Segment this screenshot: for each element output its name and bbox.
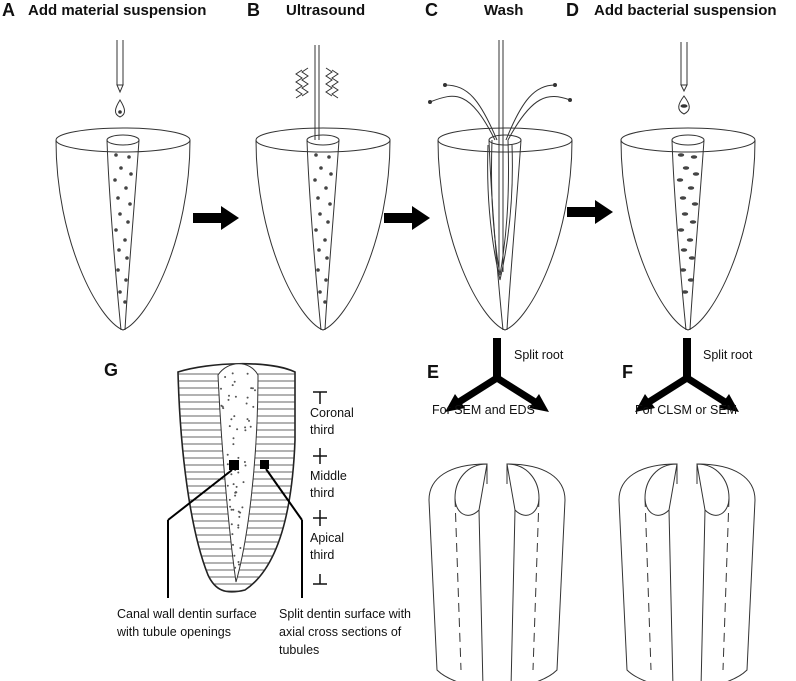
- panel-d-root: [620, 127, 756, 331]
- panel-e-split-label: Split root: [514, 348, 564, 362]
- middle-third-label: Middle third: [310, 468, 347, 502]
- panel-g-thirds-scale: [313, 391, 327, 585]
- panel-b-ultrasound-tip: [295, 45, 339, 140]
- panel-b-letter: B: [247, 0, 260, 20]
- apical-third-label: Apical third: [310, 530, 344, 564]
- panel-c-root: [437, 127, 573, 331]
- coronal-third-line2: third: [310, 423, 335, 437]
- apical-third-line1: Apical: [310, 531, 345, 545]
- panel-c-letter: C: [425, 0, 438, 20]
- panel-a-letter: A: [2, 0, 15, 20]
- panel-a-title: Add material suspension: [28, 2, 207, 19]
- split-dentin-caption: Split dentin surface with axial cross se…: [279, 607, 412, 657]
- coronal-third-line1: Coronal: [310, 406, 354, 420]
- panel-c-irrigation-needle: [428, 40, 572, 281]
- panel-c-title: Wash: [484, 2, 524, 19]
- panel-e-split-halves: [428, 463, 566, 681]
- arrow-b-to-c: [384, 206, 430, 230]
- panel-f-purpose: For CLSM or SEM: [635, 403, 738, 417]
- panel-b-root: [255, 127, 391, 331]
- panel-d-pipette: [678, 42, 690, 115]
- panel-g-root-section: [167, 362, 303, 598]
- arrow-c-to-d: [567, 200, 613, 224]
- middle-third-line2: third: [310, 486, 335, 500]
- panel-g-letter: G: [104, 360, 119, 380]
- panel-a-pipette: [115, 40, 125, 118]
- panel-e-letter: E: [427, 362, 440, 382]
- panel-f-letter: F: [622, 362, 633, 382]
- coronal-third-label: Coronal third: [310, 405, 354, 439]
- panel-f-split-halves: [618, 463, 756, 681]
- apical-third-line2: third: [310, 548, 335, 562]
- panel-a-root: [55, 127, 191, 331]
- panel-e-purpose: For SEM and EDS: [432, 403, 535, 417]
- panel-d-title: Add bacterial suspension: [594, 2, 777, 19]
- middle-third-line1: Middle: [310, 469, 347, 483]
- canal-wall-caption: Canal wall dentin surface with tubule op…: [117, 607, 257, 639]
- panel-f-split-label: Split root: [703, 348, 753, 362]
- arrow-a-to-b: [193, 206, 239, 230]
- panel-b-title: Ultrasound: [286, 2, 366, 19]
- panel-d-letter: D: [566, 0, 579, 20]
